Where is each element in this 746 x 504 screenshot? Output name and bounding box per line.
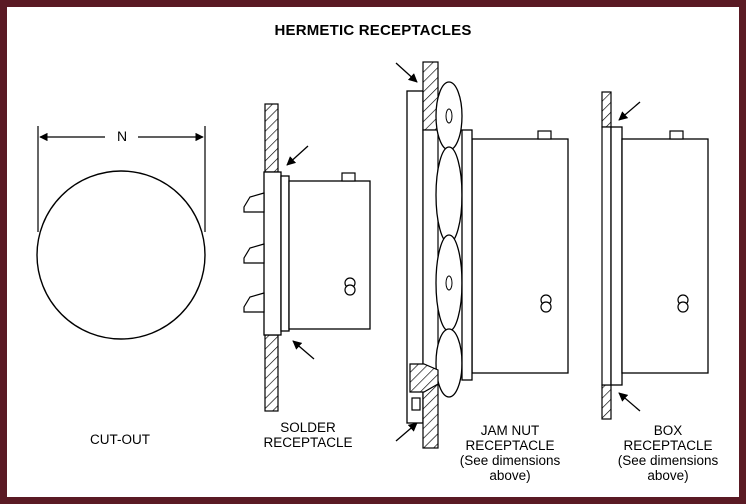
box-receptacle-figure — [601, 91, 709, 420]
solder-receptacle-figure — [243, 103, 371, 412]
cutout-label: CUT-OUT — [60, 432, 180, 447]
cutout-label-text: CUT-OUT — [90, 432, 150, 447]
jam-nut-receptacle-label: JAM NUT RECEPTACLE (See dimensions above… — [440, 423, 580, 483]
solder-receptacle-label: SOLDER RECEPTACLE — [238, 420, 378, 450]
box-receptacle-label: BOX RECEPTACLE (See dimensions above) — [604, 423, 732, 483]
cutout-figure — [36, 126, 206, 340]
solder-label-line2: RECEPTACLE — [263, 435, 353, 450]
box-label-line3: (See dimensions — [617, 453, 719, 468]
jam-label-line2: RECEPTACLE — [465, 438, 555, 453]
solder-label-line1: SOLDER — [280, 420, 336, 435]
diagram-title: HERMETIC RECEPTACLES — [274, 22, 472, 39]
jam-label-line3: (See dimensions — [459, 453, 561, 468]
box-label-line2: RECEPTACLE — [623, 438, 713, 453]
jam-label-line1: JAM NUT — [480, 423, 540, 438]
box-label-line4: above) — [647, 468, 689, 483]
jam-nut-receptacle-figure — [395, 61, 569, 449]
box-label-line1: BOX — [653, 423, 683, 438]
dimension-n-label: N — [116, 128, 128, 144]
jam-label-line4: above) — [489, 468, 531, 483]
